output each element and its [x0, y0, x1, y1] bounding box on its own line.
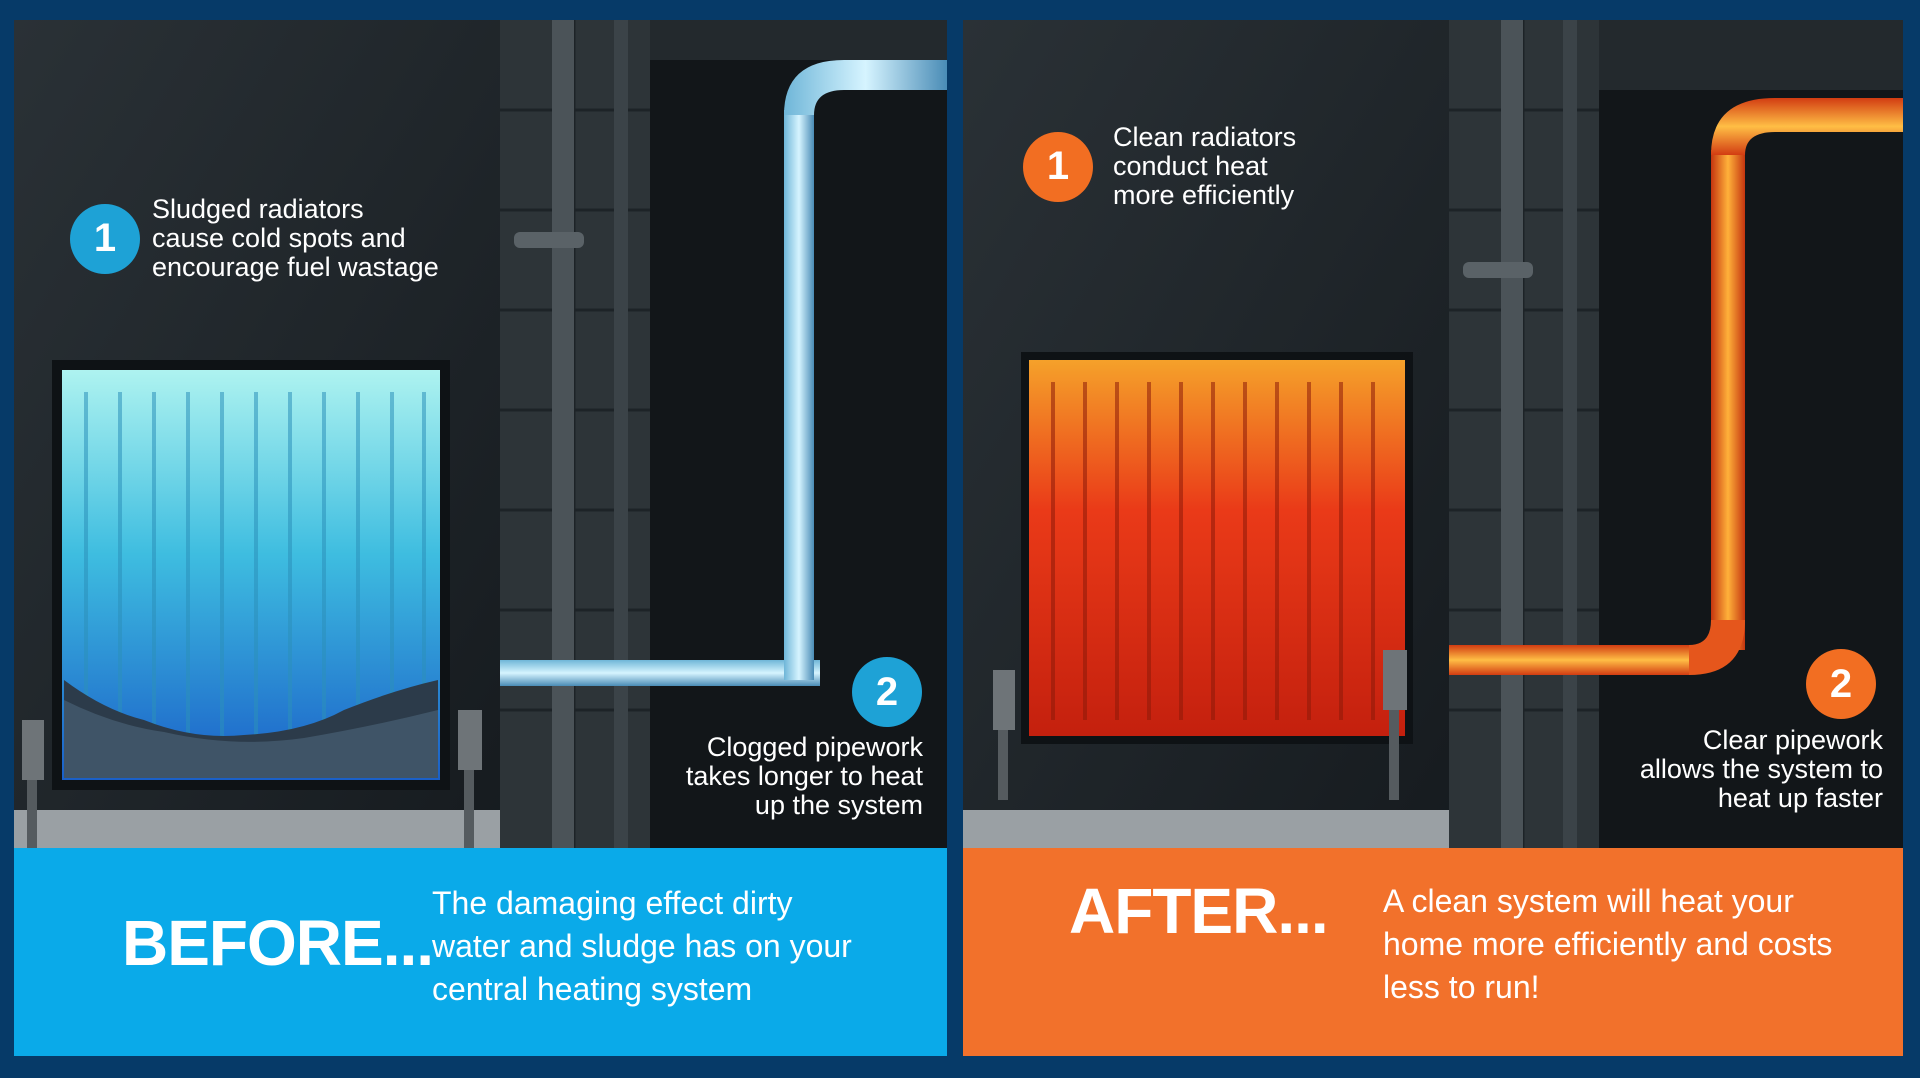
badge-number-2: 2	[1806, 649, 1876, 719]
after-callout-1-text: Clean radiators conduct heat more effici…	[1113, 122, 1297, 210]
before-scene-illustration	[14, 20, 947, 848]
after-heading: AFTER...	[1069, 875, 1329, 947]
after-description: A clean system will heat your home more …	[1383, 883, 1833, 1005]
badge-number-2: 2	[852, 657, 922, 727]
before-panel: 1 Sludged radiators cause cold spots and…	[14, 20, 947, 1056]
before-description: The damaging effect dirty water and slud…	[432, 885, 852, 1007]
after-banner: AFTER... A clean system will heat your h…	[963, 848, 1903, 1056]
before-banner: BEFORE... The damaging effect dirty wate…	[14, 848, 947, 1056]
before-callout-1-text: Sludged radiators cause cold spots and e…	[152, 194, 439, 282]
badge-number-1: 1	[70, 203, 140, 274]
before-callout-2-text: Clogged pipework takes longer to heat up…	[685, 732, 923, 820]
after-panel: 1 Clean radiators conduct heat more effi…	[963, 20, 1903, 1056]
before-heading: BEFORE...	[122, 907, 434, 979]
after-callout-2-text: Clear pipework allows the system to heat…	[1639, 725, 1883, 813]
after-scene-illustration	[963, 20, 1903, 848]
after-callout-1: 1 Clean radiators conduct heat more effi…	[1023, 123, 1296, 210]
before-callout-1: 1 Sludged radiators cause cold spots and…	[70, 195, 439, 282]
badge-number-1: 1	[1023, 131, 1093, 202]
